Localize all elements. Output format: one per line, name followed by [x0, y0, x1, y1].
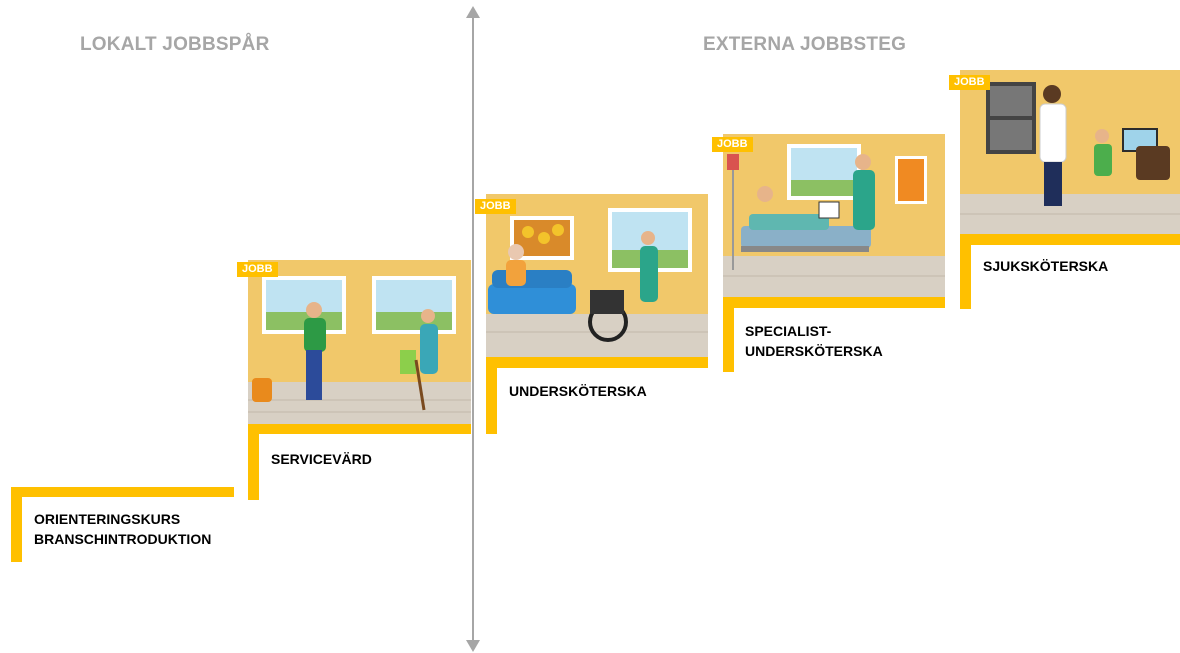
step-label: SERVICEVÄRD [271, 451, 372, 467]
job-badge: JOBB [949, 75, 990, 90]
step-bar [723, 297, 734, 372]
divider-line [472, 14, 474, 640]
step-label: ORIENTERINGSKURS BRANSCHINTRODUKTION [34, 511, 212, 547]
step-bar [248, 424, 471, 434]
heading-external-steps: EXTERNA JOBBSTEG [703, 34, 907, 55]
step-label: SPECIALIST- UNDERSKÖTERSKA [745, 323, 883, 359]
step-label: UNDERSKÖTERSKA [509, 383, 647, 399]
arrow-up-icon [466, 6, 480, 18]
scene-illustration [248, 260, 471, 424]
scene-illustration [486, 194, 708, 357]
step-label: SJUKSKÖTERSKA [983, 258, 1109, 274]
step-bar [960, 234, 1180, 245]
job-badge: JOBB [475, 199, 516, 214]
step-bar [11, 487, 234, 497]
step-bar [486, 357, 497, 434]
arrow-down-icon [466, 640, 480, 652]
step-bar [248, 424, 259, 500]
step-bar [960, 234, 971, 309]
step-bar [11, 487, 22, 562]
job-badge: JOBB [712, 137, 753, 152]
job-badge: JOBB [237, 262, 278, 277]
scene-illustration [960, 70, 1180, 234]
heading-local-track: LOKALT JOBBSPÅR [80, 34, 270, 55]
scene-illustration [723, 134, 945, 297]
step-bar [723, 297, 945, 308]
step-bar [486, 357, 708, 368]
